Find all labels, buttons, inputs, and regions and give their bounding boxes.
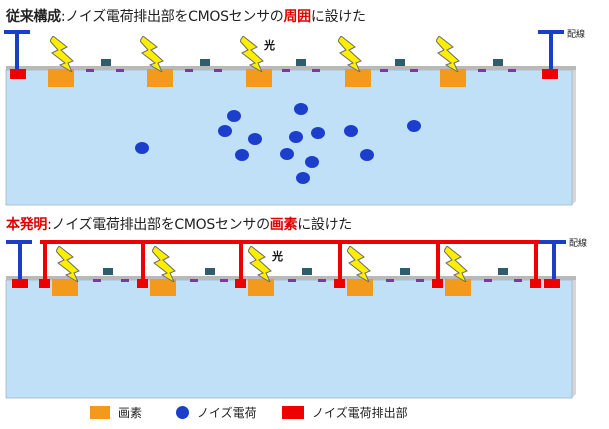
noise-charge [248,133,262,145]
top-pixel-3 [246,69,272,87]
bottom-pixel-drain-6 [530,279,541,288]
noise-charge [280,148,294,160]
bottom-gate-1 [103,268,113,275]
bottom-drain-left [12,279,28,288]
bottom-title-end: に設けた [297,217,352,233]
legend-item-noise-charge: ノイズ電荷 [176,404,257,420]
bottom-surface [6,276,576,280]
bottom-pixel-drain-4 [334,279,345,288]
top-title: 従来構成:ノイズ電荷排出部をCMOSセンサの周囲に設けた [6,6,366,26]
bottom-substrate [5,279,573,399]
bottom-dashes [93,279,522,282]
noise-charge-swatch-icon [176,405,189,419]
noise-charge [311,127,325,139]
top-light-label: 光 [264,39,275,52]
top-section [4,30,576,206]
bottom-title: 本発明:ノイズ電荷排出部をCMOSセンサの画素に設けた [6,214,352,234]
noise-charge [227,110,241,122]
bottom-pixel-drain-3 [235,279,246,288]
noise-charge [296,172,310,184]
noise-charge [135,142,149,154]
bottom-pixel-5 [445,279,471,296]
top-wiring-left [4,30,30,69]
bottom-title-mid: :ノイズ電荷排出部をCMOSセンサの [47,217,270,233]
top-wiring-right [538,30,564,69]
bottom-pixel-drain-5 [432,279,443,288]
pixel-swatch-icon [90,405,110,419]
bottom-gate-5 [498,268,508,275]
bottom-pixel-4 [347,279,373,296]
noise-charge [360,149,374,161]
bottom-wiring-left [6,240,32,279]
top-dashes [86,69,516,72]
top-pixel-4 [345,69,371,87]
top-surface [6,66,576,70]
bottom-section [5,240,576,399]
top-substrate [5,69,573,206]
bottom-pixel-1 [52,279,78,296]
noise-charge [344,125,358,137]
legend-drain-label: ノイズ電荷排出部 [312,405,408,420]
legend-item-pixel: 画素 [90,404,142,420]
noise-charge [305,156,319,168]
legend-pixel-label: 画素 [118,405,143,420]
noise-charge [294,103,308,115]
top-noise-charges [135,103,421,184]
legend-noise-charge-label: ノイズ電荷 [197,405,257,420]
top-title-highlight: 周囲 [283,9,311,25]
noise-charge [218,125,232,137]
top-gate-4 [395,59,405,66]
top-gate-5 [493,59,503,66]
top-drain-right [542,69,558,79]
bottom-pixel-drain-1 [39,279,50,288]
legend-item-drain: ノイズ電荷排出部 [282,404,408,420]
bottom-gate-2 [205,268,215,275]
bottom-wiring-label: 配線 [569,239,588,249]
bottom-light-label: 光 [272,250,283,263]
bottom-gate-4 [400,268,410,275]
top-gate-2 [200,59,210,66]
noise-charge [235,149,249,161]
top-pixel-2 [147,69,173,87]
top-wiring-label: 配線 [567,30,586,40]
bottom-pixel-drain-2 [137,279,148,288]
bottom-title-highlight: 画素 [269,217,298,233]
top-pixel-1 [48,69,74,87]
top-title-mid: :ノイズ電荷排出部をCMOSセンサの [60,9,284,25]
noise-charge [289,131,303,143]
bottom-title-bold: 本発明 [6,217,48,233]
bottom-wiring-red [40,240,540,279]
top-gate-1 [101,59,111,66]
top-title-end: に設けた [310,9,366,25]
bottom-gate-3 [302,268,312,275]
noise-charge [407,120,421,132]
bottom-wiring-right [540,240,566,279]
top-gate-3 [296,59,306,66]
top-drain-left [10,69,26,79]
bottom-pixel-2 [150,279,176,296]
drain-swatch-icon [282,405,304,419]
top-title-bold: 従来構成 [6,9,61,25]
top-pixel-5 [440,69,466,87]
bottom-pixel-3 [248,279,274,296]
bottom-drain-right [544,279,560,288]
